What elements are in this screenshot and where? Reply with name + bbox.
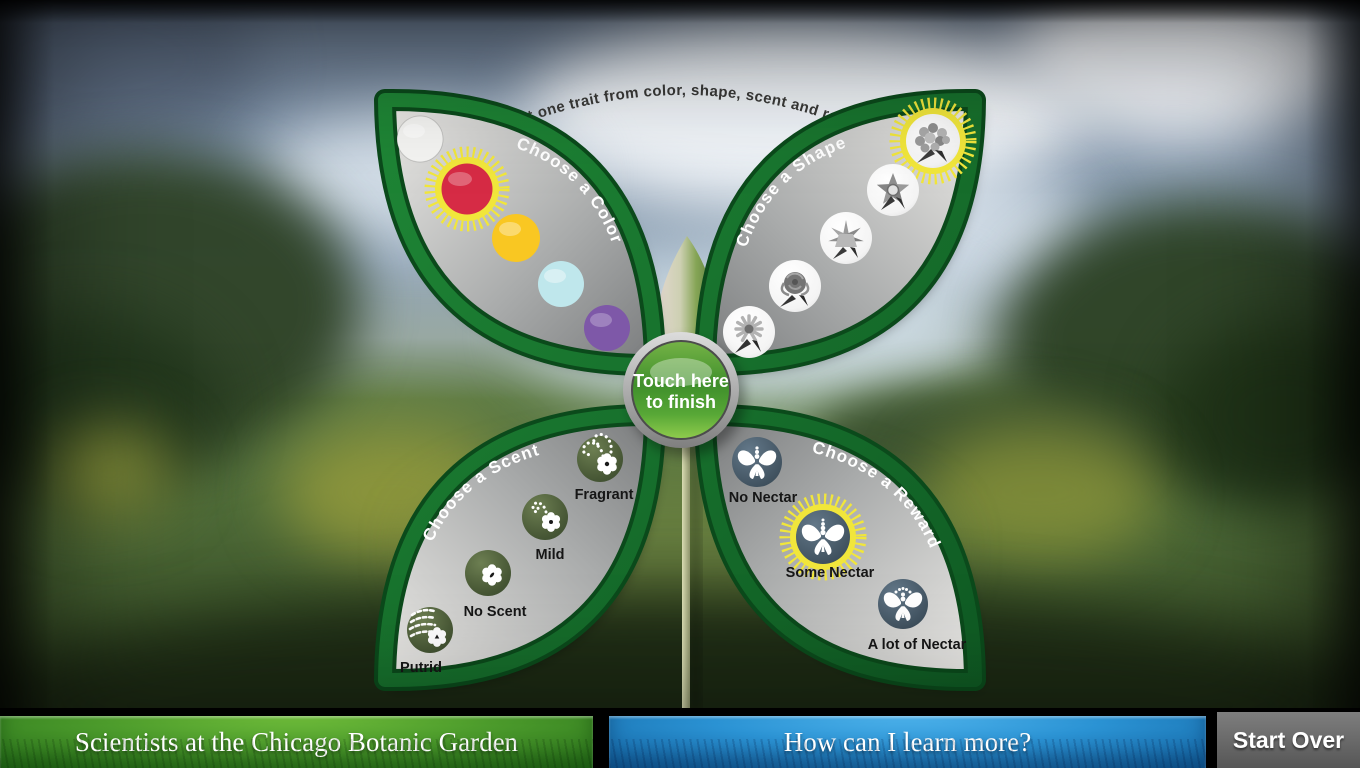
mild-label: Mild bbox=[536, 547, 565, 563]
shape-option-rose[interactable] bbox=[769, 260, 821, 312]
fragrant-label: Fragrant bbox=[575, 487, 634, 503]
stem-shadow bbox=[691, 445, 700, 713]
scent-option-putrid[interactable] bbox=[407, 607, 453, 653]
no-scent-label: No Scent bbox=[464, 604, 527, 620]
a-lot-of-nectar-label: A lot of Nectar bbox=[868, 637, 967, 653]
reward-option-no-nectar[interactable] bbox=[732, 437, 782, 487]
shape-option-columbine[interactable] bbox=[867, 164, 919, 216]
banner-learn-more[interactable]: How can I learn more? bbox=[609, 716, 1206, 768]
banner-chicago-botanic-garden[interactable]: Scientists at the Chicago Botanic Garden bbox=[0, 716, 593, 768]
banner-learn-more-label: How can I learn more? bbox=[783, 726, 1032, 757]
scent-option-no-scent[interactable] bbox=[465, 550, 511, 596]
no-nectar-label: No Nectar bbox=[729, 490, 798, 506]
scent-option-mild[interactable] bbox=[522, 494, 568, 540]
reward-option-a-lot-of-nectar[interactable] bbox=[878, 579, 928, 629]
finish-button-line1: Touch here bbox=[633, 371, 729, 391]
some-nectar-label: Some Nectar bbox=[786, 565, 875, 581]
putrid-label: Putrid bbox=[400, 660, 442, 676]
color-option-purple[interactable] bbox=[584, 305, 630, 351]
start-over-button[interactable]: Start Over bbox=[1217, 712, 1360, 768]
shape-option-lily[interactable] bbox=[820, 212, 872, 264]
shape-option-daisy[interactable] bbox=[723, 306, 775, 358]
color-option-light-blue[interactable] bbox=[538, 261, 584, 307]
color-option-yellow[interactable] bbox=[492, 214, 540, 262]
finish-button-line2: to finish bbox=[646, 392, 716, 412]
color-option-white[interactable] bbox=[396, 115, 444, 163]
banner-chicago-botanic-garden-label: Scientists at the Chicago Botanic Garden bbox=[74, 726, 519, 757]
